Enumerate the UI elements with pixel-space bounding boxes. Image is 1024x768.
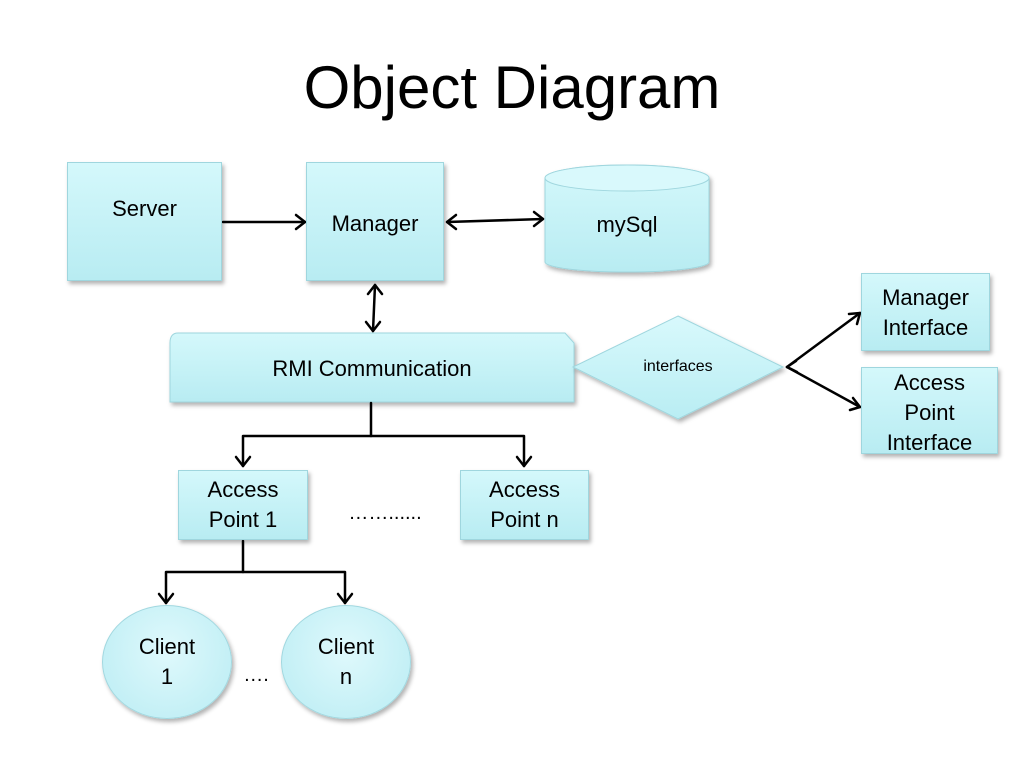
client-1-node: Client 1 xyxy=(102,605,232,719)
manager-interface-line-2: Interface xyxy=(882,315,969,340)
manager-label: Manager xyxy=(331,211,419,236)
server-node: Server xyxy=(67,162,222,281)
access-point-interface-line-2: Point xyxy=(904,400,955,425)
arrow-manager-rmi xyxy=(364,283,384,333)
access-point-interface-line-1: Access xyxy=(894,370,965,395)
client-ellipsis: …. xyxy=(243,664,269,686)
server-label: Server xyxy=(112,196,177,221)
rmi-communication-label: RMI Communication xyxy=(272,356,472,381)
client-n-line-2: n xyxy=(339,664,353,689)
page-title: Object Diagram xyxy=(303,54,721,121)
arrow-server-to-manager xyxy=(221,213,307,231)
client-n-node: Client n xyxy=(281,605,411,719)
connector-access-point-to-clients xyxy=(157,539,354,605)
manager-interface-line-1: Manager xyxy=(882,285,969,310)
access-point-1-line-1: Access xyxy=(207,477,279,502)
interfaces-label: interfaces xyxy=(643,358,713,375)
access-point-ellipsis: ……...... xyxy=(348,502,422,524)
arrow-interfaces-to-access-point-interface xyxy=(785,359,862,412)
client-1-line-2: 1 xyxy=(160,664,174,689)
access-point-interface-node: Access Point Interface xyxy=(861,367,998,455)
manager-node: Manager xyxy=(306,162,444,281)
interfaces-diamond xyxy=(571,315,785,420)
client-n-line-1: Client xyxy=(317,634,375,659)
connector-rmi-to-access-points xyxy=(234,401,533,468)
mysql-label: mySql xyxy=(596,212,658,237)
access-point-1-node: Access Point 1 xyxy=(178,470,308,540)
access-point-n-line-1: Access xyxy=(489,477,560,502)
access-point-n-line-2: Point n xyxy=(490,507,559,532)
access-point-interface-line-3: Interface xyxy=(886,430,973,455)
arrow-interfaces-to-manager-interface xyxy=(785,311,862,369)
rmi-communication-shape xyxy=(169,332,575,403)
access-point-n-node: Access Point n xyxy=(460,470,589,540)
manager-interface-node: Manager Interface xyxy=(861,273,990,351)
client-1-line-1: Client xyxy=(138,634,196,659)
access-point-1-line-2: Point 1 xyxy=(208,507,278,532)
arrow-manager-mysql xyxy=(445,210,545,231)
mysql-cylinder xyxy=(544,164,710,273)
